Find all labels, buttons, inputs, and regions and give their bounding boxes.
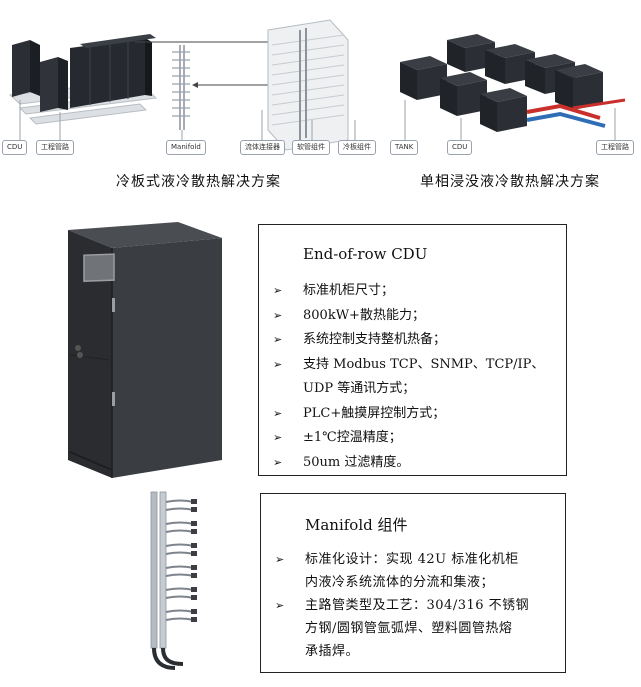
list-item: ➢ 支持 Modbus TCP、SNMP、TCP/IP、: [273, 353, 563, 378]
label-tank: TANK: [390, 140, 419, 155]
manifold-drawing: [172, 45, 190, 130]
manifold-spec-text: 内液冷系统流体的分流和集液；: [305, 575, 495, 590]
cdu-spec-text: 50um 过滤精度。: [303, 454, 410, 470]
label-soft-pipe: 软管组件: [292, 140, 330, 155]
manifold-spec-text: 承插焊。: [305, 644, 360, 659]
manifold-spec-text: 方钢/圆钢管氩弧焊、塑料圆管热熔: [305, 621, 513, 636]
caption-immersion: 单相浸没液冷散热解决方案: [420, 174, 600, 190]
label-fluid-connector: 流体连接器: [240, 140, 285, 155]
list-item: ➢ 50um 过滤精度。: [273, 451, 563, 476]
cdu-spec-text: ±1℃控温精度；: [303, 430, 402, 445]
label-cdu-right: CDU: [447, 140, 473, 155]
label-pipe-left: 工程管路: [36, 140, 74, 155]
bullet-arrow-icon: ➢: [273, 406, 283, 420]
cdu-spec-text: 标准机柜尺寸；: [303, 283, 395, 298]
list-item: ➢ 主路管类型及工艺：304/316 不锈钢: [275, 594, 563, 617]
manifold-spec-box: Manifold 组件 ➢ 标准化设计：实现 42U 标准化机柜 内液冷系统流体的…: [260, 493, 566, 673]
bullet-arrow-icon: ➢: [275, 553, 285, 566]
cdu-cabinet-drawing: [12, 40, 40, 97]
cdu-spec-text: UDP 等通讯方式；: [303, 381, 416, 396]
manifold-photo: [135, 488, 245, 678]
cold-plate-diagram: [8, 19, 356, 151]
list-item: ➢ 标准化设计：实现 42U 标准化机柜: [275, 548, 563, 571]
bullet-arrow-icon: ➢: [273, 333, 283, 346]
list-item: ➢ 标准机柜尺寸；: [273, 279, 563, 304]
manifold-image: [150, 491, 197, 670]
small-cabinet-drawing: [40, 57, 68, 112]
cdu-spec-text: 支持 Modbus TCP、SNMP、TCP/IP、: [303, 356, 545, 372]
list-item: 方钢/圆钢管氩弧焊、塑料圆管热熔: [275, 617, 563, 640]
cdu-spec-list: ➢ 标准机柜尺寸； ➢ 800kW+散热能力； ➢ 系统控制支持整机热备； ➢ 支持 M…: [273, 279, 563, 475]
immersion-diagram: [400, 34, 626, 140]
list-item: ➢ 系统控制支持整机热备；: [273, 328, 563, 353]
list-item: 承插焊。: [275, 640, 563, 663]
manifold-spec-title: Manifold 组件: [305, 516, 408, 534]
bullet-arrow-icon: ➢: [273, 431, 283, 444]
cdu-spec-title: End-of-row CDU: [303, 245, 428, 263]
bullet-arrow-icon: ➢: [273, 284, 283, 297]
cold-plate-illustration: [0, 0, 370, 165]
manifold-spec-text: 主路管类型及工艺：304/316 不锈钢: [305, 598, 530, 613]
manifold-spec-list: ➢ 标准化设计：实现 42U 标准化机柜 内液冷系统流体的分流和集液； ➢ 主路管类…: [275, 548, 563, 663]
immersion-cdu-drawing: [555, 64, 603, 110]
label-cdu-left: CDU: [2, 140, 28, 155]
label-pipe-right: 工程管路: [596, 140, 634, 155]
open-rack-drawing: [267, 19, 349, 151]
label-cold-plate: 冷板组件: [338, 140, 376, 155]
list-item: ➢ PLC+触摸屏控制方式；: [273, 402, 563, 427]
server-rack-row: [70, 34, 156, 108]
tank-row-front: [400, 56, 527, 132]
list-item: UDP 等通讯方式；: [273, 377, 563, 402]
cdu-spec-box: End-of-row CDU ➢ 标准机柜尺寸； ➢ 800kW+散热能力； ➢ 系统…: [258, 224, 567, 476]
bullet-arrow-icon: ➢: [273, 455, 283, 469]
bullet-arrow-icon: ➢: [275, 599, 285, 612]
label-manifold: Manifold: [166, 140, 206, 155]
list-item: 内液冷系统流体的分流和集液；: [275, 571, 563, 594]
immersion-illustration: [385, 0, 641, 165]
cdu-cabinet-image: [68, 222, 222, 478]
cdu-spec-text: 系统控制支持整机热备；: [303, 332, 447, 347]
bullet-arrow-icon: ➢: [273, 357, 283, 371]
caption-cold-plate: 冷板式液冷散热解决方案: [116, 174, 281, 190]
manifold-spec-text: 标准化设计：实现 42U 标准化机柜: [305, 552, 519, 567]
list-item: ➢ 800kW+散热能力；: [273, 304, 563, 329]
cdu-spec-text: PLC+触摸屏控制方式；: [303, 405, 446, 421]
list-item: ➢ ±1℃控温精度；: [273, 426, 563, 451]
cdu-spec-text: 800kW+散热能力；: [303, 307, 425, 323]
bullet-arrow-icon: ➢: [273, 308, 283, 322]
cdu-cabinet-photo: [60, 220, 230, 482]
